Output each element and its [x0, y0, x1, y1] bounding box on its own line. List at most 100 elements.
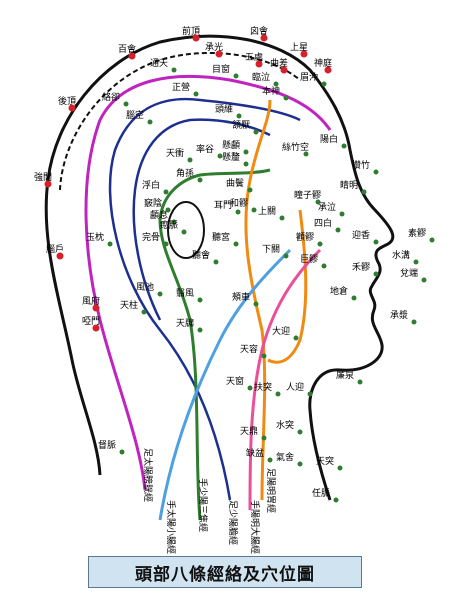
point-label: 水溝: [392, 249, 410, 261]
point-label: 顴髎: [296, 231, 314, 243]
point-marker: [163, 189, 169, 195]
point-label: 天突: [316, 455, 334, 467]
point-label: 神庭: [314, 57, 332, 69]
point-marker: [147, 119, 153, 125]
point-marker: [243, 161, 249, 167]
point-labels: 前頂囟會百會上星神庭承光五處曲差通天目窗臨泣眉沖後頂絡卻正營本神頭維陽白腦空頷厭…: [34, 25, 426, 554]
point-label: 廉泉: [336, 369, 354, 381]
point-label: 瘛脈: [160, 219, 178, 231]
point-marker: [247, 385, 253, 391]
point-label: 上星: [290, 42, 308, 53]
point-label: 迎香: [352, 229, 370, 241]
point-label: 浮白: [142, 179, 160, 191]
point-label: 後頂: [58, 95, 76, 107]
point-marker: [163, 241, 169, 247]
point-label: 瞳子髎: [294, 189, 321, 201]
small-intestine-line: [158, 248, 292, 521]
point-label: 玉枕: [86, 231, 104, 243]
point-label: 巨髎: [300, 254, 318, 265]
point-label: 角孫: [176, 167, 194, 179]
large-intestine-line: [248, 248, 322, 511]
gallbladder-line-2: [132, 118, 271, 321]
point-label: 天窗: [226, 375, 244, 387]
meridian-label: 手太陽小腸經: [165, 500, 177, 554]
point-marker: [411, 319, 417, 325]
point-label: 通天: [150, 58, 168, 69]
point-marker: [273, 81, 279, 87]
point-label: 懸釐: [222, 151, 240, 163]
point-label: 禾髎: [352, 262, 370, 273]
point-marker: [233, 73, 239, 79]
point-marker: [297, 429, 303, 435]
point-label: 本神: [262, 85, 280, 97]
point-label: 上關: [258, 206, 276, 217]
point-marker: [215, 50, 223, 58]
point-marker: [335, 227, 341, 233]
point-marker: [92, 304, 100, 312]
point-label: 承光: [205, 41, 223, 53]
point-label: 率谷: [196, 143, 214, 155]
point-marker: [141, 309, 147, 315]
point-marker: [44, 180, 52, 188]
point-marker: [165, 207, 171, 213]
point-marker: [243, 149, 249, 155]
point-label: 臨泣: [252, 71, 270, 83]
point-label: 聽會: [192, 249, 210, 261]
point-label: 任脈: [312, 487, 330, 499]
point-label: 腦空: [126, 109, 144, 121]
point-marker: [68, 104, 76, 112]
point-marker: [373, 239, 379, 245]
meridian-label: 手陽明大腸經: [249, 500, 261, 554]
point-label: 懸顱: [222, 139, 240, 151]
point-label: 和髎: [230, 198, 248, 209]
point-marker: [171, 67, 177, 73]
point-label: 頭維: [215, 103, 233, 115]
point-marker: [197, 297, 203, 303]
point-marker: [283, 253, 289, 259]
point-marker: [413, 259, 419, 265]
point-marker: [339, 211, 345, 217]
point-marker: [315, 199, 321, 205]
bladder-line: [84, 74, 332, 491]
point-label: 顱息: [150, 209, 168, 221]
point-marker: [373, 271, 379, 277]
point-marker: [283, 95, 289, 101]
stomach-line: [244, 99, 272, 501]
point-marker: [187, 157, 193, 163]
point-label: 風府: [82, 295, 100, 307]
gallbladder-line: [108, 97, 301, 501]
point-marker: [429, 237, 435, 243]
point-label: 水突: [276, 419, 294, 431]
title-box: 頭部八條經絡及穴位圖: [88, 556, 362, 588]
point-label: 耳門: [214, 200, 232, 211]
point-marker: [128, 52, 136, 60]
stomach-line-2: [267, 209, 308, 364]
point-label: 曲差: [270, 57, 288, 69]
point-label: 正營: [172, 81, 190, 93]
point-label: 絲竹空: [282, 141, 309, 153]
point-label: 眉沖: [300, 71, 318, 83]
meridian-label: 足少陽膽經: [227, 500, 239, 545]
point-marker: [233, 241, 239, 247]
point-label: 天牖: [176, 318, 194, 329]
point-label: 聽宮: [212, 231, 230, 243]
point-marker: [357, 379, 363, 385]
point-marker: [123, 101, 129, 107]
point-marker: [373, 169, 379, 175]
point-marker: [92, 324, 100, 332]
point-marker: [321, 263, 327, 269]
point-label: 翳風: [176, 288, 194, 299]
point-label: 攢竹: [352, 159, 370, 171]
point-marker: [261, 435, 267, 441]
point-label: 百會: [118, 43, 136, 55]
point-label: 承泣: [318, 201, 336, 213]
ear: [167, 201, 205, 259]
point-label: 頰車: [232, 291, 250, 303]
point-label: 氣舍: [276, 451, 294, 463]
point-marker: [213, 259, 219, 265]
point-marker: [307, 391, 313, 397]
point-marker: [193, 91, 199, 97]
point-label: 前頂: [182, 25, 200, 37]
point-label: 絡卻: [102, 91, 120, 103]
